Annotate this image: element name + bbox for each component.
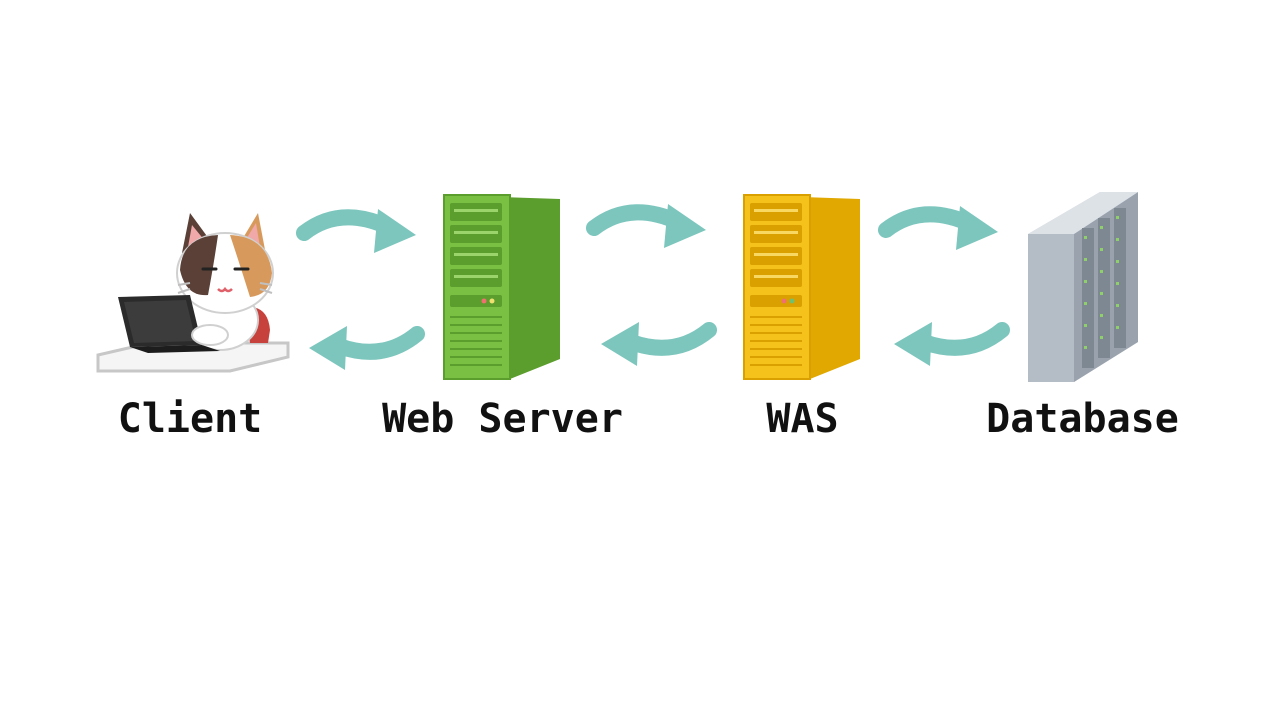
database-label: Database [986, 396, 1179, 442]
was-label: WAS [766, 396, 839, 442]
database-server-rack-icon [1028, 192, 1138, 382]
web-server-tower-icon [443, 194, 560, 380]
arrow-was-to-database [878, 206, 998, 250]
cat-laptop-icon [96, 213, 290, 373]
web-server-label: Web Server [382, 396, 623, 442]
arrow-web-server-to-was [586, 204, 706, 248]
arrow-web-server-to-client [309, 326, 425, 370]
arrow-client-to-web-server [296, 209, 416, 253]
client-label: Client [117, 396, 263, 442]
was-server-tower-icon [743, 194, 860, 380]
arrow-database-to-was [894, 322, 1010, 366]
arrow-was-to-web-server [601, 322, 717, 366]
